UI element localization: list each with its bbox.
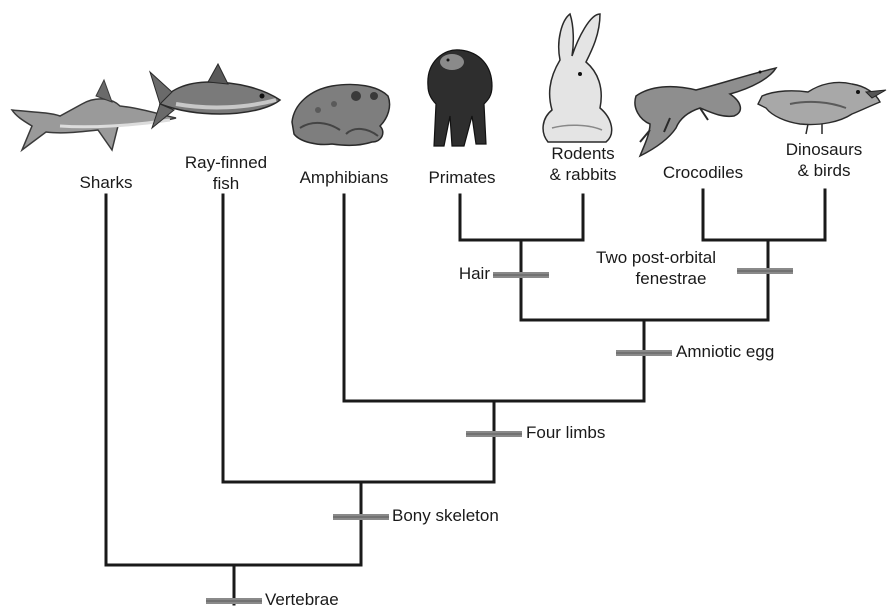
- taxon-label-rodents-line2: & rabbits: [549, 164, 616, 185]
- trait-marker-hair: [493, 272, 549, 278]
- shark-icon: [12, 80, 176, 150]
- trait-label-amniotic-egg: Amniotic egg: [676, 341, 774, 362]
- taxon-label-primates: Primates: [414, 167, 510, 188]
- trait-marker-bony-skeleton: [333, 514, 389, 520]
- trait-text-amniotic-egg: Amniotic egg: [676, 342, 774, 361]
- trait-label-four-limbs: Four limbs: [526, 422, 605, 443]
- taxon-label-crocodiles-line1: Crocodiles: [663, 163, 743, 182]
- trait-text-hair: Hair: [459, 264, 490, 283]
- trait-label-two-post-orbital: Two post-orbital fenestrae: [574, 247, 738, 289]
- taxon-label-crocodiles: Crocodiles: [648, 162, 758, 183]
- trait-text-vertebrae: Vertebrae: [265, 590, 339, 609]
- taxon-label-dinosaurs-line2: & birds: [798, 160, 851, 181]
- trait-text-post-orbital-line2: fenestrae: [606, 268, 707, 289]
- trait-marker-post-orbital: [737, 268, 793, 274]
- taxon-label-ray-finned-line1: Ray-finned: [185, 152, 267, 173]
- crocodile-icon: [635, 68, 776, 156]
- trait-text-bony-skeleton: Bony skeleton: [392, 506, 499, 525]
- taxon-label-rodents-rabbits: Rodents & rabbits: [536, 143, 630, 185]
- taxon-label-ray-finned-fish: Ray-finned fish: [176, 152, 276, 194]
- trait-label-bony-skeleton: Bony skeleton: [392, 505, 499, 526]
- taxon-label-dinosaurs-line1: Dinosaurs: [786, 139, 863, 160]
- frog-icon: [292, 84, 390, 145]
- chimpanzee-icon: [428, 50, 492, 146]
- taxon-label-primates-line1: Primates: [428, 168, 495, 187]
- trait-marker-four-limbs: [466, 431, 522, 437]
- trait-text-post-orbital-line1: Two post-orbital: [596, 247, 716, 268]
- taxon-label-dinosaurs-birds: Dinosaurs & birds: [772, 139, 876, 181]
- trait-text-four-limbs: Four limbs: [526, 423, 605, 442]
- trait-marker-amniotic-egg: [616, 350, 672, 356]
- taxon-label-sharks-line1: Sharks: [80, 173, 133, 192]
- taxon-label-rodents-line1: Rodents: [551, 143, 614, 164]
- sparrow-icon: [758, 82, 886, 134]
- trait-marker-vertebrae: [206, 598, 262, 604]
- rabbit-icon: [543, 14, 612, 142]
- trait-label-hair: Hair: [440, 263, 490, 284]
- taxon-label-amphibians-line1: Amphibians: [300, 168, 389, 187]
- taxon-label-amphibians: Amphibians: [284, 167, 404, 188]
- taxon-label-sharks: Sharks: [66, 172, 146, 193]
- taxon-label-ray-finned-line2: fish: [213, 173, 239, 194]
